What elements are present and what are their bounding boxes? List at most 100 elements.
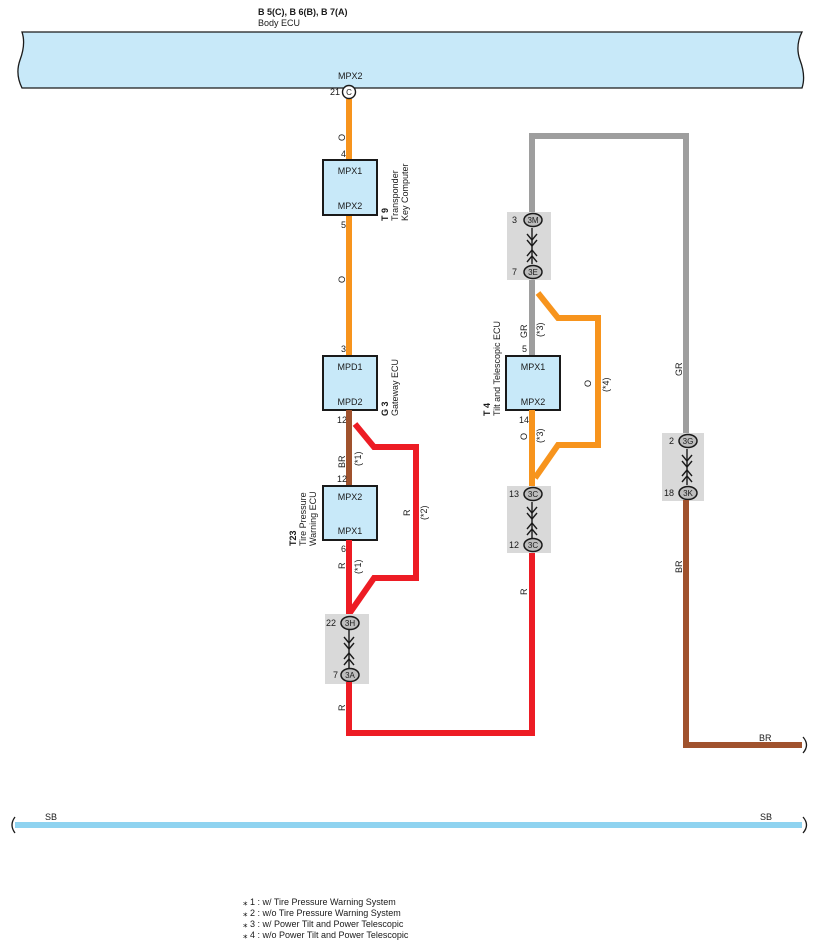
wire-orange-bypass [532, 291, 601, 480]
t4-in-signal: MPX1 [521, 362, 546, 372]
junction-3a [340, 667, 360, 683]
junction-3c-bottom-id: 3C [528, 541, 538, 550]
t4-ecu-box [505, 355, 561, 411]
g3-name: Gateway ECU [390, 359, 400, 416]
t4-pin-top: 5 [522, 344, 527, 354]
body-pin-connector-label: C [346, 88, 352, 97]
junction-3c-bottom [523, 537, 543, 553]
junction-3m-pin: 3 [512, 215, 517, 225]
g3-pin-top: 3 [341, 344, 346, 354]
chevron-up-icon [681, 468, 693, 483]
note-mark-1b: (*1) [353, 559, 363, 574]
t9-name1: Transponder [390, 170, 400, 221]
chevron-down-icon [526, 506, 538, 521]
t4-pin-bottom: 14 [519, 415, 529, 425]
wire-color-o-2: O [337, 276, 347, 283]
chevron-down-icon [343, 636, 355, 651]
body-pin-number: 21 [330, 87, 340, 97]
junction-3c-top-id: 3C [528, 490, 538, 499]
note-mark-3a: (*3) [535, 322, 545, 337]
junction-3e [523, 264, 543, 280]
note-3: ⁎ 3 : w/ Power Tilt and Power Telescopic [243, 919, 404, 929]
body-ecu-connectors: B 5(C), B 6(B), B 7(A) [258, 7, 348, 17]
junction-3g-pin: 2 [669, 436, 674, 446]
t9-pin-bottom: 5 [341, 220, 346, 230]
ground-label-right: SB [760, 812, 772, 822]
junction-3c-top-pin: 13 [509, 489, 519, 499]
ground-label-left: SB [45, 812, 57, 822]
t23-name2: Warning ECU [308, 491, 318, 546]
t9-name2: Key Computer [400, 163, 410, 221]
t4-out-signal: MPX2 [521, 397, 546, 407]
wire-color-br-2: BR [674, 560, 684, 573]
junction-3a-pin: 7 [333, 670, 338, 680]
chevron-down-icon [526, 233, 538, 248]
g3-pin-bottom: 12 [337, 415, 347, 425]
wire-color-gr-1: GR [519, 324, 529, 338]
body-pin-connector [341, 84, 357, 100]
chevron-up-icon [526, 248, 538, 263]
ground-break-right [802, 816, 808, 834]
body-ecu-bar [17, 31, 805, 89]
wire-color-r-bypass: R [402, 509, 412, 516]
wire-break-mark [802, 736, 808, 754]
t9-ecu-box [322, 159, 378, 216]
g3-out-signal: MPD2 [337, 397, 362, 407]
junction-3k [678, 485, 698, 501]
note-mark-3b: (*3) [535, 428, 545, 443]
t9-pin-top: 4 [341, 149, 346, 159]
g3-code: G 3 [380, 401, 390, 416]
junction-3c-bottom-pin: 12 [509, 540, 519, 550]
chevron-up-icon [343, 651, 355, 666]
note-1: ⁎ 1 : w/ Tire Pressure Warning System [243, 897, 396, 907]
note-4: ⁎ 4 : w/o Power Tilt and Power Telescopi… [243, 930, 409, 940]
t23-name1: Tire Pressure [298, 492, 308, 546]
note-mark-1a: (*1) [353, 451, 363, 466]
wire-color-o-bypass: O [583, 380, 593, 387]
wire-color-r-2: R [337, 704, 347, 711]
wire-red-3a-3c [346, 552, 535, 736]
ground-break-left [11, 816, 16, 834]
body-ecu-name: Body ECU [258, 18, 300, 28]
junction-3k-pin: 18 [664, 488, 674, 498]
t23-in-signal: MPX2 [338, 492, 363, 502]
body-pin-signal: MPX2 [338, 71, 363, 81]
junction-3k-id: 3K [683, 489, 693, 498]
junction-3m [523, 212, 543, 228]
g3-in-signal: MPD1 [337, 362, 362, 372]
wire-brown-3k-end [683, 500, 802, 748]
t23-ecu-box [322, 485, 378, 541]
wire-red-bypass [346, 422, 419, 616]
wire-gray-loop [529, 133, 689, 436]
t23-pin-bottom: 6 [341, 544, 346, 554]
t4-name: Tilt and Telescopic ECU [492, 321, 502, 416]
chevron-down-icon [681, 454, 693, 469]
t4-code: T 4 [482, 403, 492, 416]
wire-color-r-3: R [519, 588, 529, 595]
junction-3a-id: 3A [345, 671, 355, 680]
junction-3h [340, 615, 360, 631]
junction-3h-id: 3H [345, 619, 355, 628]
t23-out-signal: MPX1 [338, 526, 363, 536]
wire-color-o-3: O [519, 433, 529, 440]
junction-3m-id: 3M [527, 216, 538, 225]
note-mark-4: (*4) [601, 377, 611, 392]
note-2: ⁎ 2 : w/o Tire Pressure Warning System [243, 908, 401, 918]
note-mark-2: (*2) [419, 505, 429, 520]
t9-code: T 9 [380, 208, 390, 221]
t23-pin-top: 12 [337, 474, 347, 484]
t9-in-signal: MPX1 [338, 166, 363, 176]
wire-color-gr-2: GR [674, 362, 684, 376]
junction-3g-id: 3G [683, 437, 694, 446]
junction-3e-pin: 7 [512, 267, 517, 277]
junction-3h-pin: 22 [326, 618, 336, 628]
junction-3e-id: 3E [528, 268, 538, 277]
t9-out-signal: MPX2 [338, 201, 363, 211]
chevron-up-icon [526, 521, 538, 536]
wire-end-label: BR [759, 733, 772, 743]
t23-code: T23 [288, 530, 298, 546]
wire-color-r-1: R [337, 562, 347, 569]
junction-3g [678, 433, 698, 449]
wire-color-o-1: O [337, 134, 347, 141]
